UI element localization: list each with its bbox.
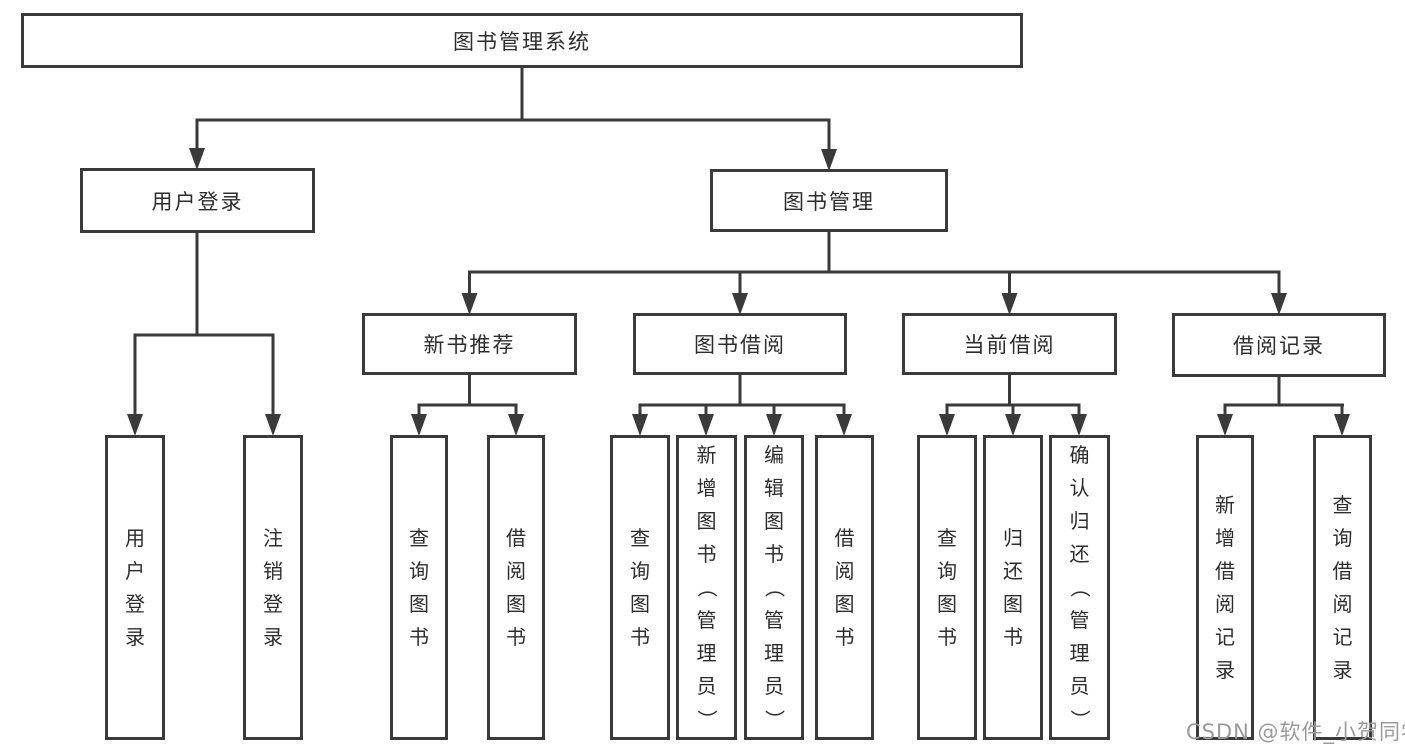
- node-current-borrow: 当前借阅: [902, 313, 1117, 375]
- leaf-query-books-borrow: 查询图书: [610, 435, 670, 740]
- csdn-watermark: CSDN @软件_小贺同学: [1186, 720, 1405, 744]
- node-new-book-recommend: 新书推荐: [362, 313, 577, 375]
- leaf-logout: 注销登录: [243, 435, 303, 740]
- leaf-add-borrow-record: 新增借阅记录: [1196, 435, 1254, 740]
- node-book-borrow: 图书借阅: [633, 313, 847, 375]
- leaf-edit-books-admin: 编辑图书（管理员）: [744, 435, 804, 740]
- node-user-login: 用户登录: [80, 168, 315, 233]
- node-book-management: 图书管理: [710, 169, 948, 232]
- leaf-borrow-books-recommend: 借阅图书: [487, 435, 545, 740]
- leaf-user-login: 用户登录: [105, 435, 165, 740]
- leaf-query-borrow-record: 查询借阅记录: [1313, 435, 1372, 740]
- leaf-query-books-current: 查询图书: [917, 435, 977, 740]
- node-borrow-records: 借阅记录: [1172, 313, 1386, 377]
- arrowheads: [127, 148, 1350, 436]
- leaf-borrow-books: 借阅图书: [815, 435, 874, 740]
- leaf-query-books-recommend: 查询图书: [390, 435, 448, 740]
- node-root-system: 图书管理系统: [21, 13, 1023, 68]
- leaf-add-books-admin: 新增图书（管理员）: [676, 435, 737, 740]
- leaf-return-books: 归还图书: [983, 435, 1043, 740]
- leaf-confirm-return-admin: 确认归还（管理员）: [1049, 435, 1110, 740]
